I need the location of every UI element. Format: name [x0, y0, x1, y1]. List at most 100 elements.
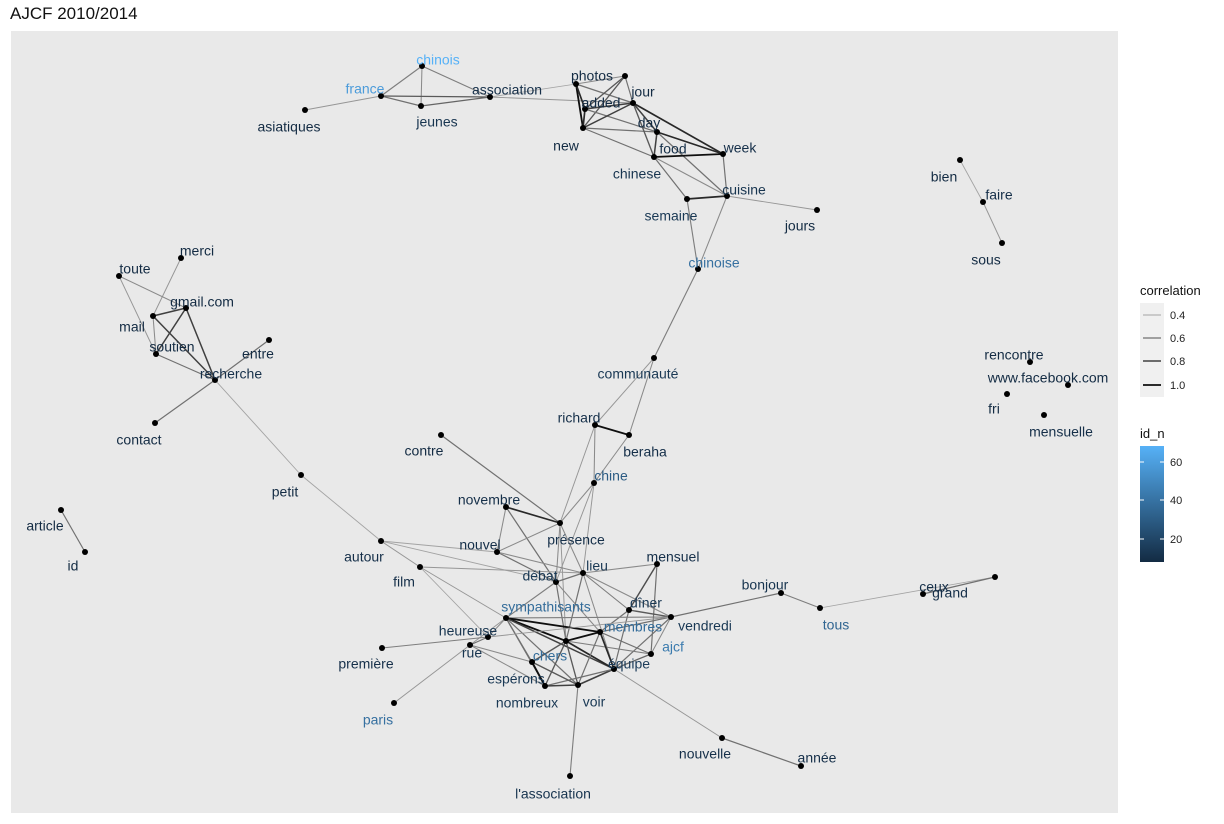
edge: [650, 563, 658, 655]
node-point: [611, 666, 617, 672]
edge: [505, 506, 557, 583]
node-label: film: [393, 574, 415, 590]
edge: [582, 572, 630, 611]
edge: [593, 424, 596, 484]
node-label: rue: [462, 645, 482, 661]
edge: [544, 684, 579, 687]
node-label: id: [68, 558, 79, 574]
edge: [624, 75, 634, 104]
edge: [594, 357, 655, 426]
edge: [505, 617, 579, 686]
edge: [185, 307, 216, 381]
edge: [419, 566, 507, 619]
node-point: [1027, 359, 1033, 365]
edge: [575, 83, 584, 129]
node-label: added: [582, 95, 621, 111]
node-point: [563, 638, 569, 644]
edge: [555, 572, 584, 583]
edge: [577, 631, 601, 686]
edge: [154, 379, 216, 424]
node-point: [150, 313, 156, 319]
node-point: [654, 129, 660, 135]
edge: [582, 102, 634, 129]
edge: [584, 108, 658, 133]
edge: [380, 540, 498, 553]
node-label: novembre: [458, 492, 520, 508]
edge: [582, 482, 595, 574]
node-label: association: [472, 82, 542, 98]
edge: [565, 640, 579, 686]
edge: [584, 102, 634, 110]
node-point: [487, 94, 493, 100]
edge: [393, 644, 471, 704]
edge: [214, 339, 270, 381]
node-label: france: [346, 81, 385, 97]
edge: [559, 482, 595, 524]
node-label: jours: [784, 218, 815, 234]
edge: [469, 644, 546, 687]
node-point: [417, 564, 423, 570]
edge: [496, 551, 584, 574]
edge: [599, 631, 652, 655]
node-point: [648, 651, 654, 657]
edge-layer: [60, 65, 1003, 777]
node-label: beraha: [623, 444, 667, 460]
node-point: [418, 103, 424, 109]
node-point: [724, 193, 730, 199]
edge: [559, 424, 596, 524]
legend-correlation-tick: 0.6: [1170, 333, 1185, 345]
edge: [632, 102, 655, 158]
node-label: richard: [558, 410, 601, 426]
legend-id-n-tick: 60: [1170, 457, 1182, 469]
node-label: www.facebook.com: [987, 370, 1109, 386]
edge: [628, 357, 655, 436]
node-point: [298, 472, 304, 478]
edge: [381, 636, 489, 649]
edge: [555, 581, 601, 633]
node-point: [592, 422, 598, 428]
edge: [531, 640, 567, 663]
node-point: [630, 100, 636, 106]
node-label: mail: [119, 319, 145, 335]
node-point: [494, 549, 500, 555]
edge: [569, 684, 579, 777]
legend-correlation-tick: 1.0: [1170, 380, 1185, 392]
node-label: day: [638, 115, 661, 131]
node-point: [591, 480, 597, 486]
node-label: autour: [344, 549, 384, 565]
node-label: sympathisants: [501, 599, 590, 615]
node-point: [778, 590, 784, 596]
node-label: asiatiques: [257, 119, 320, 135]
edge: [420, 65, 423, 107]
edge: [593, 434, 630, 484]
edge: [531, 661, 579, 686]
edge: [489, 96, 634, 104]
edge: [594, 424, 630, 436]
edge: [544, 640, 567, 687]
node-label: jour: [630, 84, 655, 100]
chart-title: AJCF 2010/2014: [10, 4, 138, 23]
edge: [469, 617, 507, 646]
node-point: [980, 199, 986, 205]
edge: [632, 102, 658, 133]
node-label: food: [659, 141, 686, 157]
node-label: new: [553, 138, 580, 154]
node-label: voir: [583, 694, 606, 710]
legend-correlation-key-bg: [1140, 303, 1164, 397]
legend-id-n-tick: 20: [1170, 534, 1182, 546]
node-point: [817, 605, 823, 611]
node-label: nouvelle: [679, 746, 731, 762]
edge: [653, 156, 688, 200]
node-point: [557, 520, 563, 526]
edge: [653, 268, 699, 359]
edge: [469, 636, 489, 646]
edge: [559, 522, 584, 574]
node-label: grand: [932, 585, 968, 601]
node-label: première: [338, 656, 393, 672]
node-point: [814, 207, 820, 213]
node-point: [503, 615, 509, 621]
node-label: équipe: [608, 656, 650, 672]
node-point: [719, 735, 725, 741]
node-point: [695, 266, 701, 272]
